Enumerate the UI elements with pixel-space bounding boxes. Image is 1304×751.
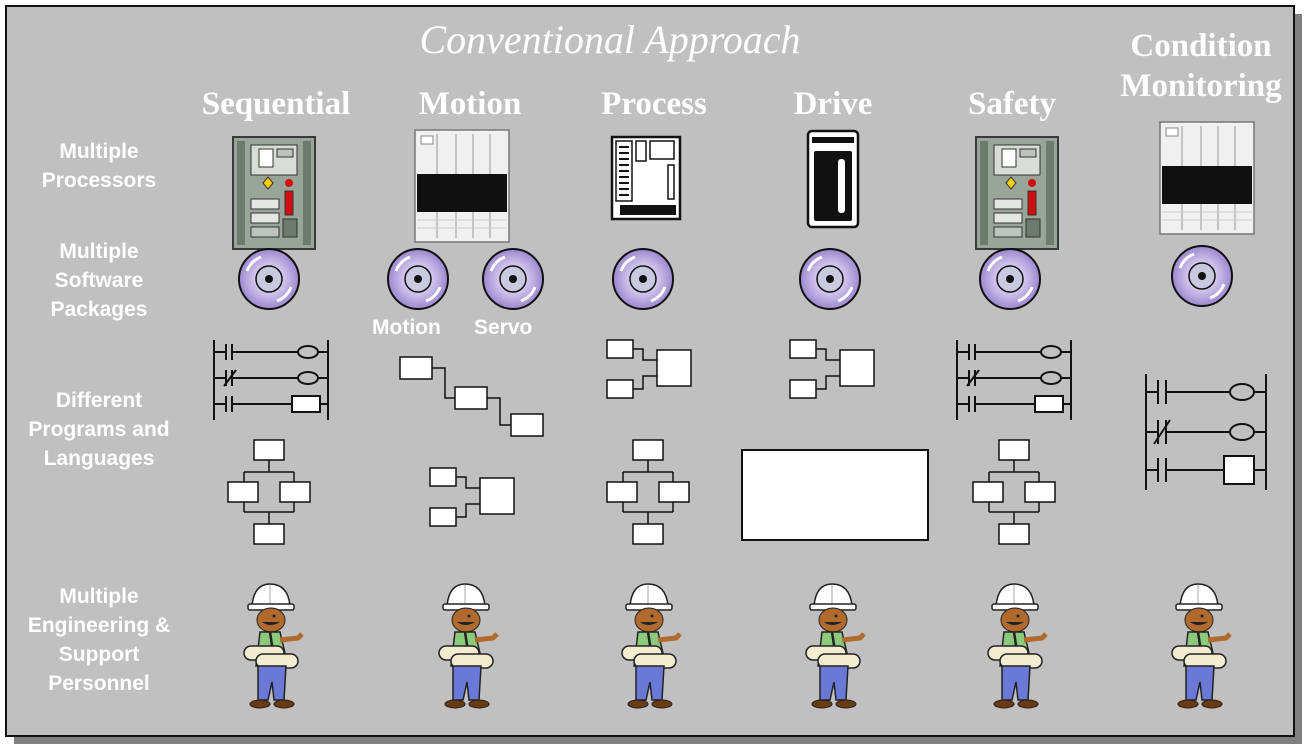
condition-monitoring-processor-icon	[1159, 121, 1255, 235]
motion-software-disc-icon	[386, 247, 450, 311]
drive-blank-program-box	[741, 449, 929, 541]
column-header-process: Process	[601, 86, 707, 122]
column-header-condition-monitoring: Condition Monitoring	[1120, 28, 1282, 104]
motion-software-label: Motion	[372, 316, 441, 339]
slide-title: Conventional Approach	[419, 17, 801, 62]
row-label-personnel: Multiple Engineering & Support Personnel	[27, 585, 171, 695]
column-header-sequential: Sequential	[201, 86, 351, 122]
safety-software-disc-icon	[978, 247, 1042, 311]
servo-software-label: Servo	[474, 316, 533, 339]
motion-function-block-chain-icon	[399, 356, 544, 437]
sequential-software-disc-icon	[237, 247, 301, 311]
row-label-programs: Different Programs and Languages	[28, 389, 170, 470]
drive-software-disc-icon	[798, 247, 862, 311]
safety-processor-icon	[975, 136, 1059, 250]
process-processor-icon	[610, 135, 682, 221]
column-header-safety: Safety	[968, 86, 1056, 122]
sequential-processor-icon	[232, 136, 316, 250]
column-header-motion: Motion	[418, 86, 522, 122]
drive-processor-icon	[806, 129, 860, 229]
row-label-processors: Multiple Processors	[41, 140, 157, 192]
row-label-software: Multiple Software Packages	[50, 240, 148, 321]
servo-software-disc-icon	[481, 247, 545, 311]
condition-monitoring-software-disc-icon	[1170, 244, 1234, 308]
process-software-disc-icon	[611, 247, 675, 311]
motion-processor-icon	[414, 129, 510, 243]
column-header-drive: Drive	[793, 86, 873, 122]
condition-monitoring-ladder-logic-icon	[1145, 374, 1267, 490]
